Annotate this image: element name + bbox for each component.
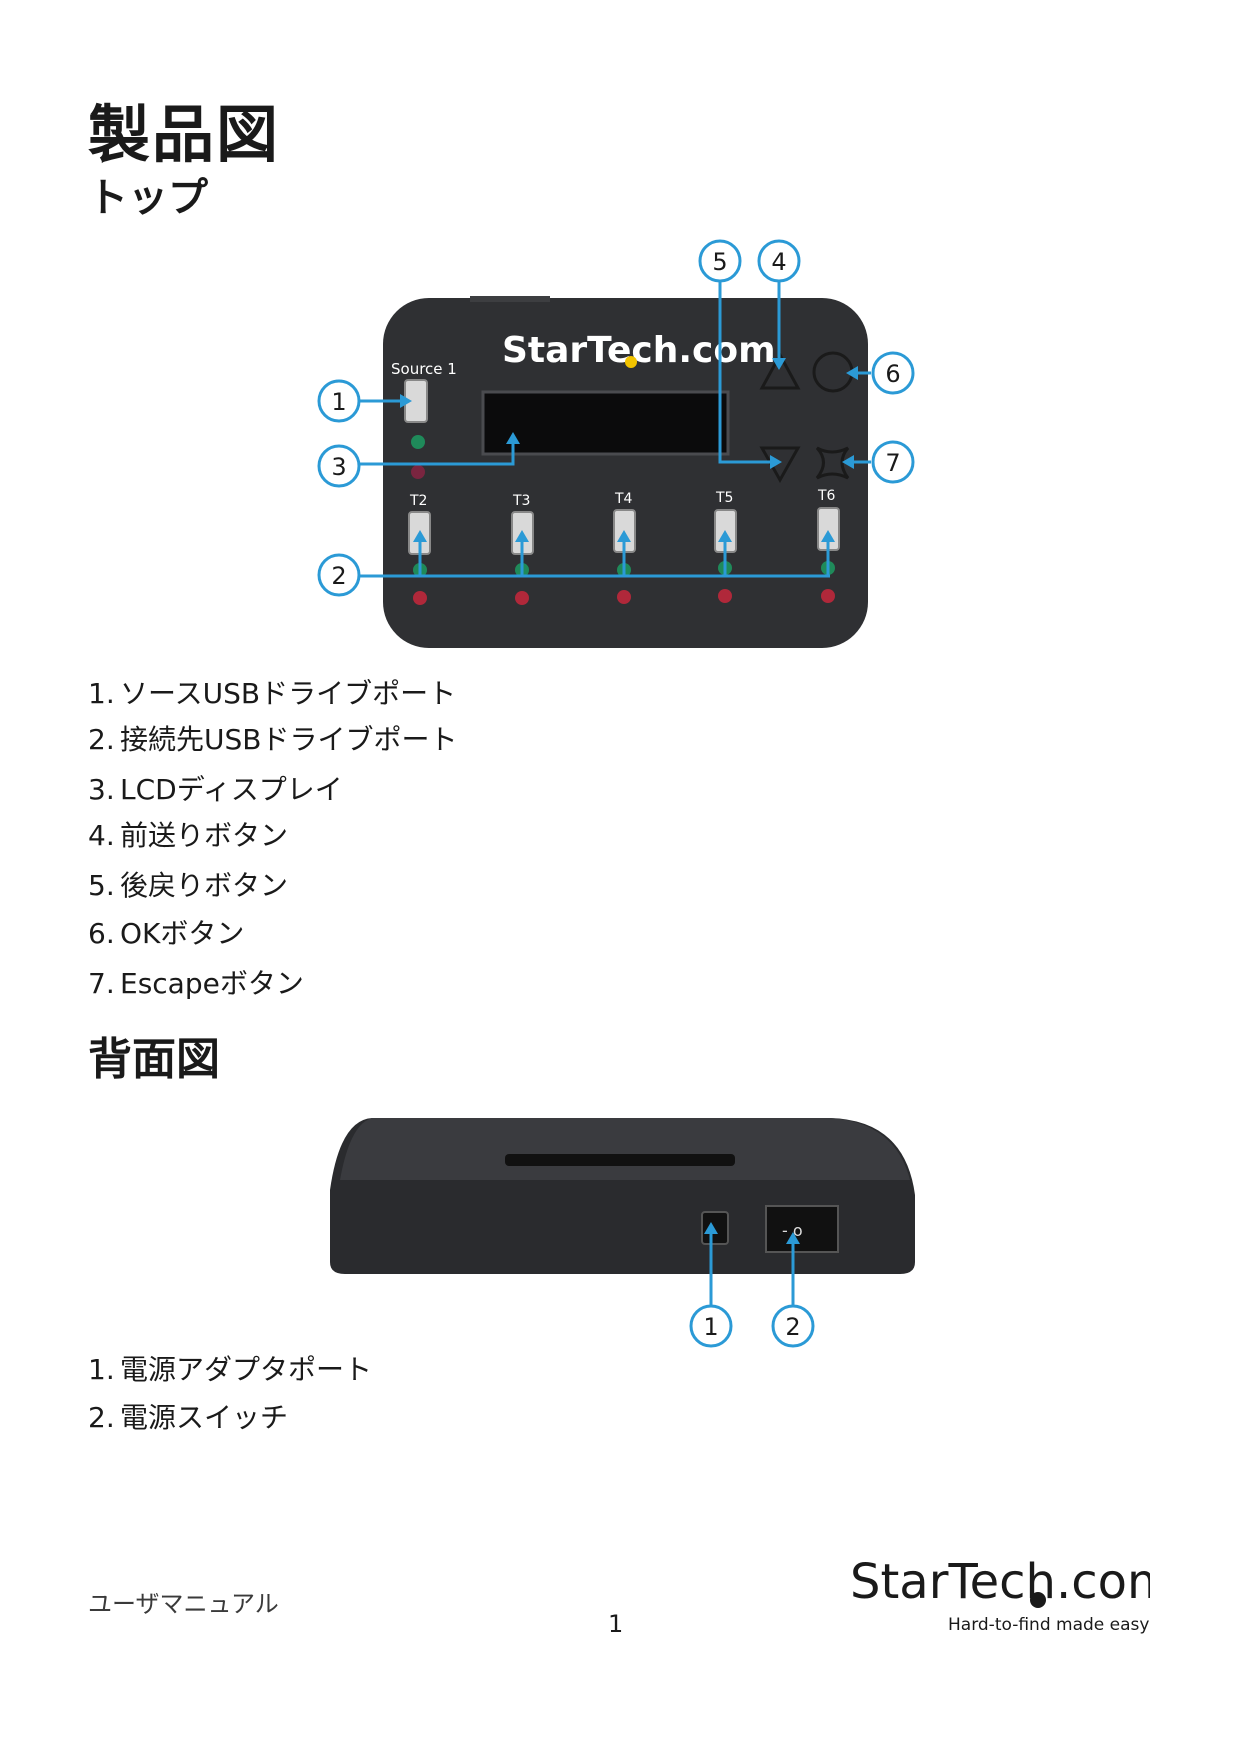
port-label-t3: T3 bbox=[512, 493, 530, 509]
startech-footer-logo: StarTech.com Hard-to-find made easy bbox=[850, 1548, 1150, 1638]
legend-item: 3.LCDディスプレイ bbox=[88, 776, 343, 804]
callout-3-text: 3 bbox=[331, 453, 346, 481]
port-label-t2: T2 bbox=[409, 493, 427, 509]
callout-5-text: 5 bbox=[712, 248, 727, 276]
callout-1-text: 1 bbox=[331, 388, 346, 416]
page-number: 1 bbox=[608, 1610, 623, 1638]
back-view-figure: - o 1 2 bbox=[0, 1090, 1241, 1350]
port-label-t4: T4 bbox=[614, 491, 633, 507]
legend-item: 1.電源アダプタポート bbox=[88, 1356, 372, 1384]
power-adapter-port bbox=[702, 1212, 728, 1244]
callout-6-text: 6 bbox=[885, 360, 900, 388]
callout-7-text: 7 bbox=[885, 449, 900, 477]
footer-tagline: Hard-to-find made easy bbox=[948, 1615, 1149, 1635]
back-view-heading: 背面図 bbox=[88, 1038, 220, 1082]
legend-item: 7.Escapeボタン bbox=[88, 970, 304, 998]
port-label-t5: T5 bbox=[715, 490, 733, 506]
back-callout-2-text: 2 bbox=[785, 1313, 800, 1341]
callout-2-text: 2 bbox=[331, 562, 346, 590]
logo-dot bbox=[625, 356, 637, 368]
legend-item: 5.後戻りボタン bbox=[88, 872, 288, 900]
footer-manual-label: ユーザマニュアル bbox=[88, 1584, 279, 1619]
port-label-t6: T6 bbox=[817, 488, 836, 504]
legend-item: 4.前送りボタン bbox=[88, 822, 288, 850]
top-view-figure: StarTech.com Source 1 T2 T3 T4 T5 T6 bbox=[0, 0, 1241, 700]
legend-item: 6.OKボタン bbox=[88, 920, 244, 948]
lcd-display bbox=[483, 392, 728, 454]
device-logo: StarTech.com bbox=[502, 330, 776, 371]
legend-item: 2.接続先USBドライブポート bbox=[88, 726, 457, 754]
back-callout-1-text: 1 bbox=[703, 1313, 718, 1341]
source-label: Source 1 bbox=[391, 360, 457, 378]
footer-logo-text: StarTech.com bbox=[850, 1554, 1150, 1610]
legend-item: 2.電源スイッチ bbox=[88, 1404, 288, 1432]
callout-4-text: 4 bbox=[771, 248, 786, 276]
legend-item: 1.ソースUSBドライブポート bbox=[88, 680, 456, 708]
